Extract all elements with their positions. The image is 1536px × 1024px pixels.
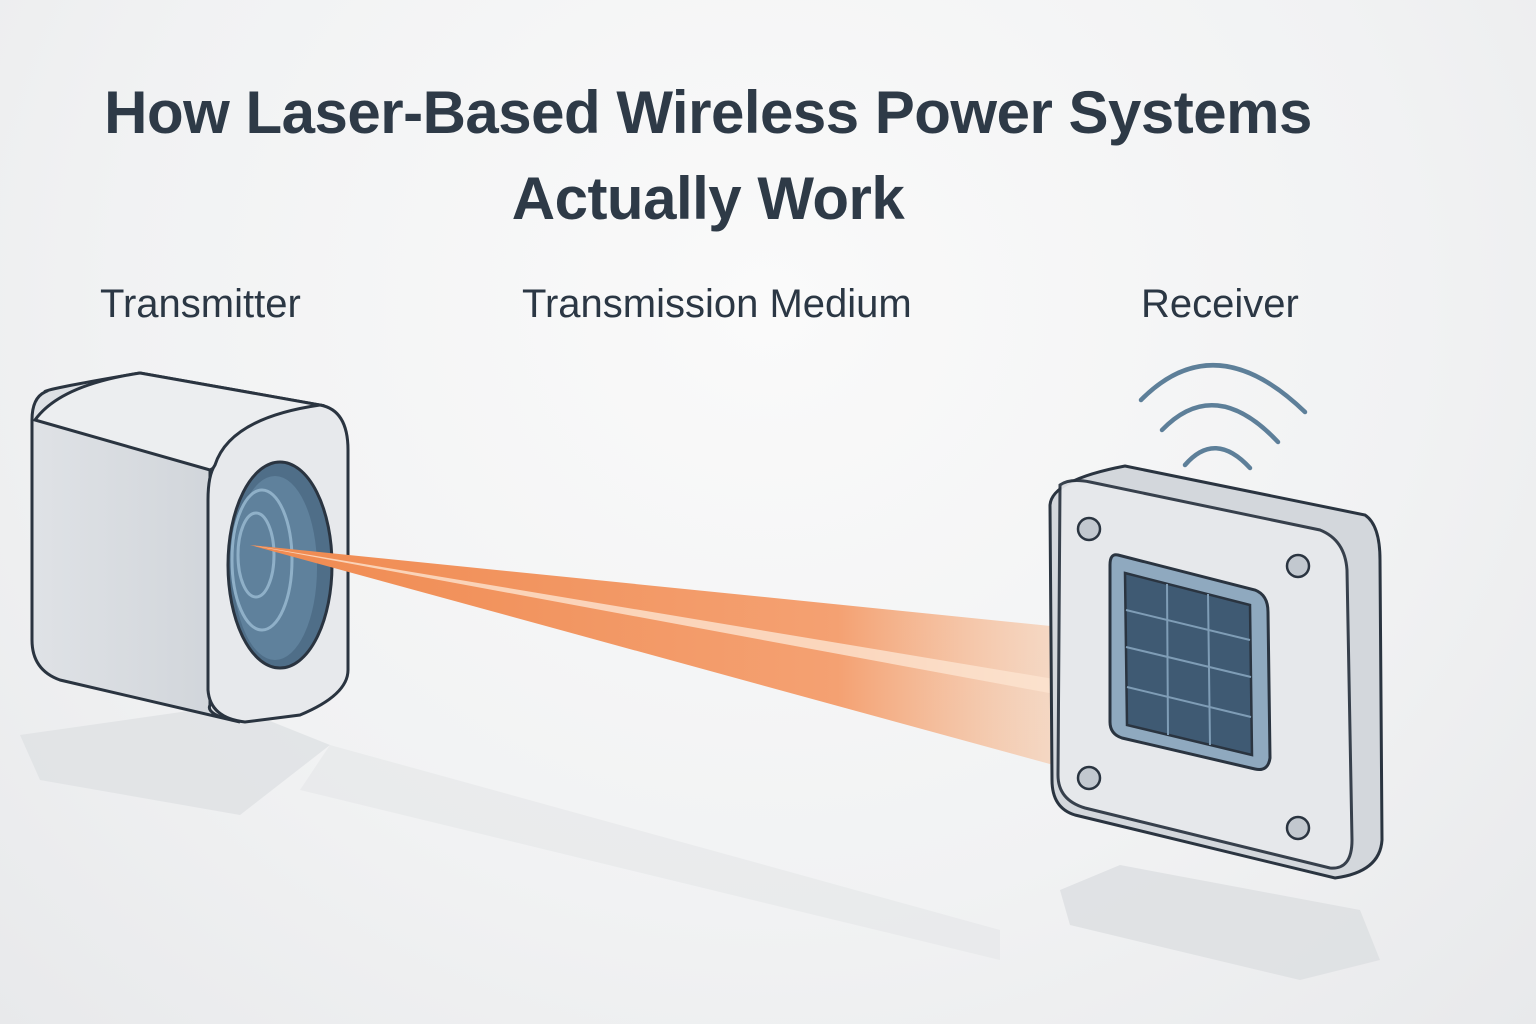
screw-icon bbox=[1076, 765, 1102, 791]
solar-panel-icon bbox=[1123, 571, 1254, 757]
floor-shadow bbox=[300, 745, 1000, 960]
receiver-shadow bbox=[1060, 865, 1380, 980]
screw-icon bbox=[1285, 553, 1311, 579]
receiver-device bbox=[1048, 464, 1384, 880]
wireless-signal-icon bbox=[1138, 363, 1308, 471]
laser-beam bbox=[250, 545, 1090, 775]
screw-icon bbox=[1076, 516, 1102, 542]
screw-icon bbox=[1285, 815, 1311, 841]
transmitter-shadow bbox=[20, 705, 330, 815]
page-title: How Laser-Based Wireless Power Systems A… bbox=[104, 79, 1312, 232]
transmitter-device bbox=[30, 371, 350, 724]
transmitter-label: Transmitter bbox=[100, 282, 301, 326]
medium-label: Transmission Medium bbox=[522, 282, 912, 326]
receiver-label: Receiver bbox=[1141, 282, 1299, 326]
laser-beam-core bbox=[250, 545, 1060, 695]
